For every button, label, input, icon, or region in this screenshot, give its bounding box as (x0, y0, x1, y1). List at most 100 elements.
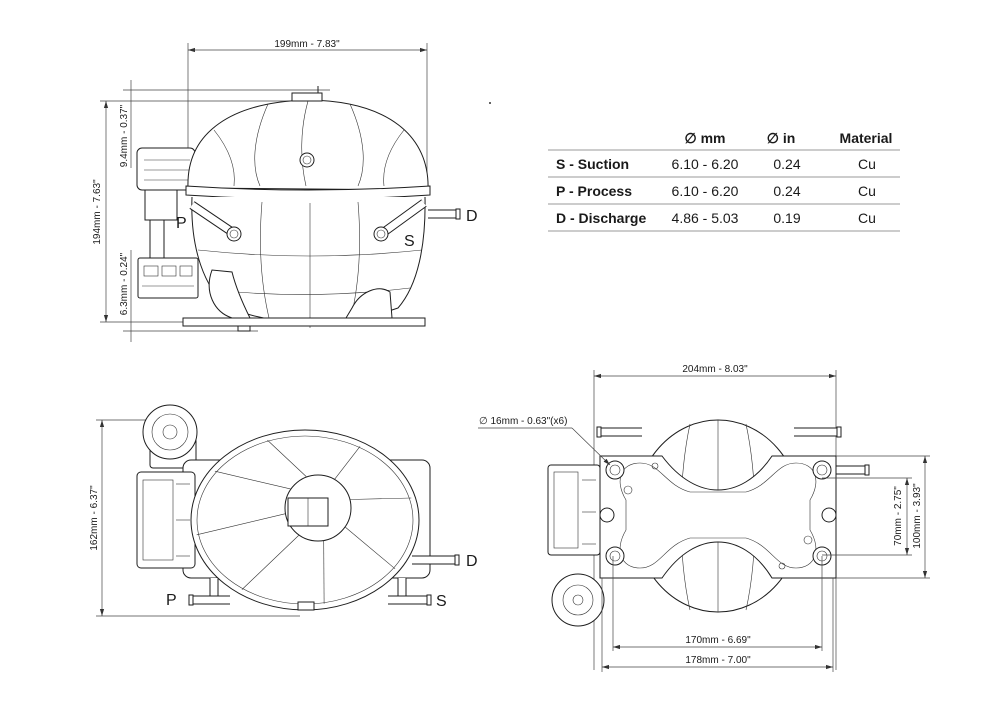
cover-inner (142, 479, 174, 561)
fan-housing-bottom (551, 573, 605, 627)
dome-plug-inner (302, 155, 312, 165)
fan-outer (551, 573, 605, 627)
shell-seam (260, 201, 271, 323)
row-material: Cu (858, 183, 876, 199)
plate-width-dimension-label: 178mm - 7.00" (685, 655, 751, 666)
table-row: P - Process 6.10 - 6.20 0.24 Cu (556, 183, 876, 199)
shell-rib (267, 439, 307, 478)
row-in: 0.24 (773, 156, 800, 172)
height-dimension-label: 194mm - 7.63" (92, 179, 103, 245)
discharge-label: D (466, 208, 478, 225)
shell-seam (383, 129, 405, 187)
mounting-hole-inner (609, 550, 621, 562)
process-pipe-end (226, 226, 242, 242)
mounting-hole-inner (609, 464, 621, 476)
hole-spacing-dimension-label: 170mm - 6.69" (685, 635, 751, 646)
width-dimension-label: 199mm - 7.83" (274, 39, 340, 50)
bottom-fitting (297, 601, 315, 611)
fan-ring (151, 413, 189, 451)
connections-table: ∅ mm ∅ in Material S - Suction 6.10 - 6.… (548, 130, 900, 232)
fan-housing (142, 404, 198, 469)
small-hole (651, 462, 659, 470)
bottom-view: 204mm - 8.03" (478, 364, 930, 672)
base-offset-dimension-label: 6.3mm - 0.24" (119, 252, 130, 315)
shell-rib (349, 497, 412, 500)
top-view: 162mm - 6.37" (89, 404, 478, 617)
electrical-box-top (136, 471, 196, 569)
shell-seam (197, 249, 423, 257)
fan-hub (572, 594, 584, 606)
discharge-pipe-end (864, 464, 870, 476)
small-hole (623, 485, 633, 495)
small-hole (803, 535, 813, 545)
row-connection: D - Discharge (556, 210, 646, 226)
shell-rib (241, 534, 300, 590)
cover-neck (144, 189, 178, 221)
row-in: 0.24 (773, 183, 800, 199)
process-label: P (176, 215, 187, 232)
suction-pipe-end (373, 226, 389, 242)
process-pipe (189, 201, 242, 242)
header-diameter-mm: ∅ mm (685, 130, 726, 146)
process-pipe-top (188, 578, 230, 606)
stray-dot (489, 102, 491, 104)
electrical-box-bottom (547, 464, 601, 556)
dome-plug (299, 152, 315, 168)
suction-pipe-bore (376, 229, 386, 239)
mounting-holes (599, 460, 837, 570)
relay-terminal (179, 265, 193, 277)
electrical-box (136, 147, 199, 299)
mounting-hole (605, 546, 625, 566)
process-pipe-end (188, 594, 194, 606)
cable-guide (149, 219, 165, 261)
header-material: Material (840, 130, 893, 146)
depth-dimension-label: 162mm - 6.37" (89, 485, 100, 551)
discharge-pipe-end (455, 208, 461, 220)
shell-seam (301, 100, 309, 187)
fan-hub (162, 424, 178, 440)
top-offset-dimension-label: 9.4mm - 0.37" (119, 104, 130, 167)
row-connection: P - Process (556, 183, 632, 199)
row-material: Cu (858, 156, 876, 172)
row-connection: S - Suction (556, 156, 629, 172)
shell-seam (213, 129, 235, 187)
shell-rib (196, 513, 286, 536)
shell-seam (254, 103, 269, 187)
shell-rib (334, 446, 361, 480)
row-mm: 4.86 - 5.03 (672, 210, 739, 226)
shell-seam (349, 103, 364, 187)
top-fitting (291, 92, 323, 102)
hole-leader-line (571, 427, 611, 466)
table-row: D - Discharge 4.86 - 5.03 0.19 Cu (556, 210, 876, 226)
terminal-cover (136, 147, 196, 191)
discharge-label: D (466, 553, 478, 570)
row-mm: 6.10 - 6.20 (672, 156, 739, 172)
mounting-hole (599, 507, 615, 523)
discharge-pipe (428, 208, 461, 220)
shell-rib (344, 526, 396, 570)
process-pipe-bore (229, 229, 239, 239)
mounting-hole (821, 507, 837, 523)
hole-dimension-label: ∅ 16mm - 0.63"(x6) (479, 416, 567, 427)
front-view: 199mm - 7.83" 194mm - 7.63" 9.4mm - 0.37… (92, 39, 478, 342)
process-label: P (166, 592, 177, 609)
mounting-hole (812, 460, 832, 480)
right-foot (345, 288, 393, 319)
grommet (237, 325, 251, 332)
top-pipes (596, 426, 870, 476)
front-dimensions: 199mm - 7.83" 194mm - 7.63" 9.4mm - 0.37… (92, 39, 428, 342)
row-material: Cu (858, 210, 876, 226)
cover-inner (553, 471, 579, 549)
relay-terminal (161, 265, 177, 277)
discharge-pipe-end (454, 554, 460, 566)
header-diameter-in: ∅ in (767, 130, 796, 146)
small-hole (778, 562, 786, 570)
dome-circle (284, 474, 352, 542)
suction-pipe-end (836, 426, 842, 438)
row-in: 0.19 (773, 210, 800, 226)
outer-mount-dimension-label: 100mm - 3.93" (912, 483, 923, 549)
process-pipe-fill (190, 202, 234, 235)
relay-block (137, 257, 199, 299)
process-pipe-end (596, 426, 602, 438)
